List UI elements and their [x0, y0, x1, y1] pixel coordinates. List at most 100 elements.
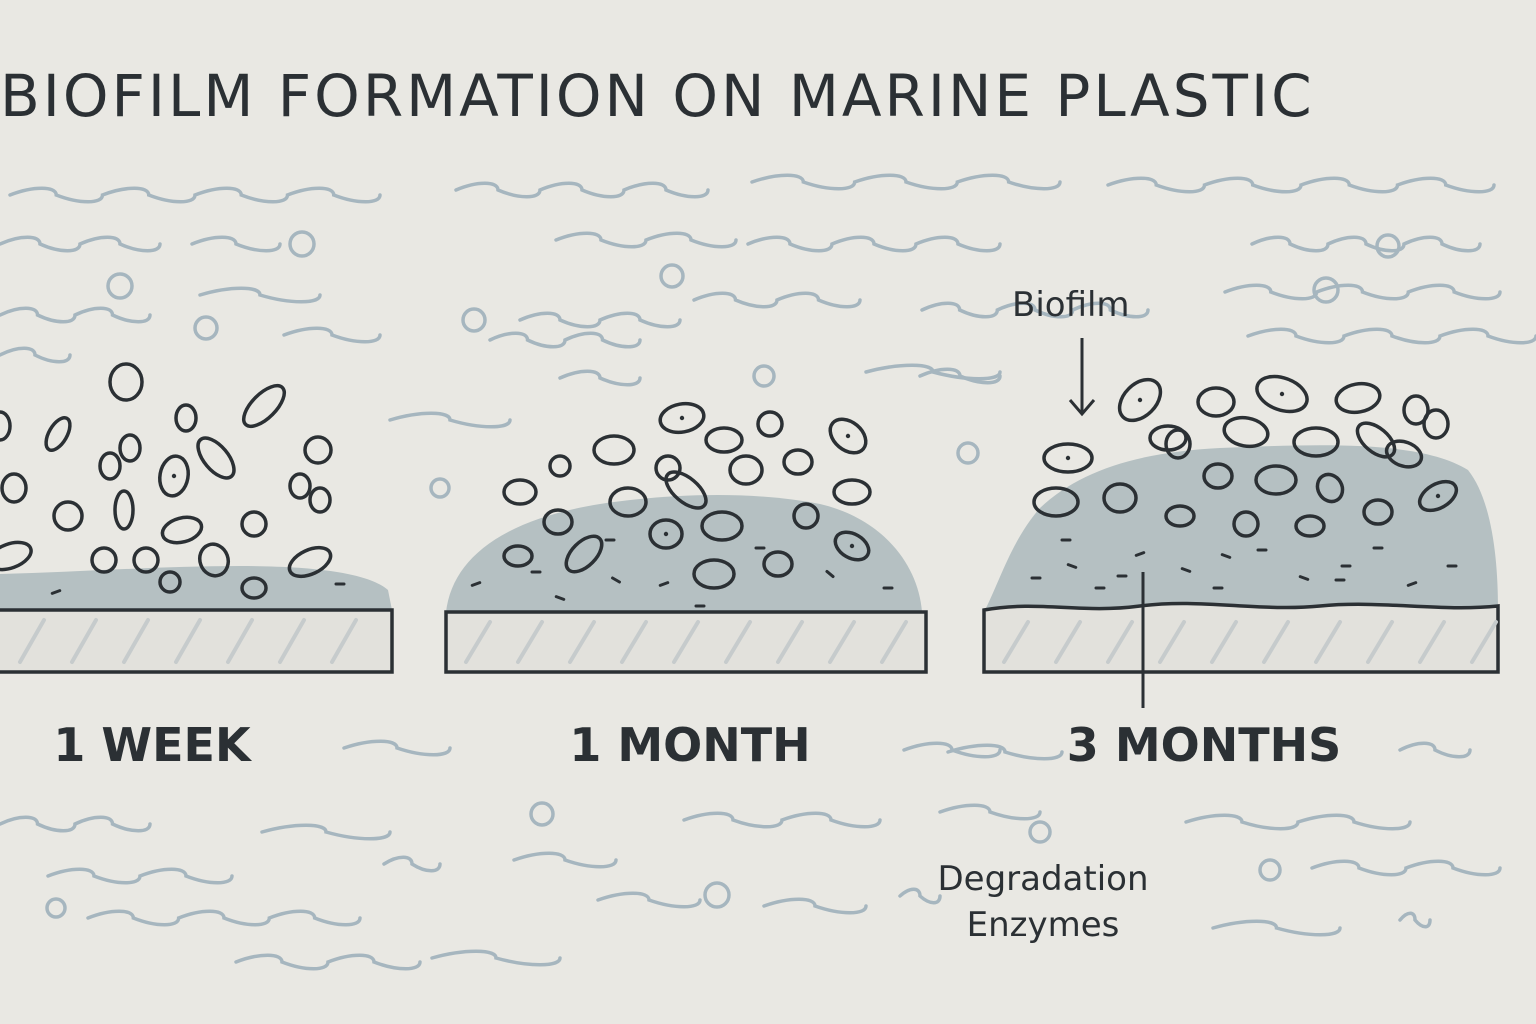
- microbe-cell: [704, 426, 744, 454]
- extracellular-matrix: [554, 595, 566, 601]
- microbe-cell: [240, 510, 268, 538]
- microbe-cell: [608, 486, 648, 518]
- plastic-piece-1-week: [0, 608, 394, 674]
- microbe-cell: [1196, 386, 1236, 418]
- degradation-label-line2: Enzymes: [966, 905, 1120, 945]
- microbe-nucleus: [849, 543, 855, 549]
- hatch-mark: [1106, 620, 1134, 664]
- hatch-mark: [1262, 620, 1290, 664]
- plastic-hatching: [18, 618, 358, 664]
- hatch-mark: [672, 620, 700, 664]
- microbe-cell: [1222, 415, 1270, 449]
- microbe-cell: [303, 435, 333, 465]
- water-wave: [554, 231, 738, 249]
- bubble: [429, 477, 451, 499]
- microbe-cell: [158, 570, 182, 594]
- plastic-piece-3-months: [982, 601, 1500, 674]
- water-wave: [1184, 813, 1412, 831]
- microbe-cell: [90, 546, 118, 574]
- stage-label-3-months: 3 MONTHS: [1066, 718, 1342, 772]
- microbe-cell: [756, 410, 784, 438]
- microbe-cell: [1417, 479, 1459, 513]
- extracellular-matrix: [50, 589, 62, 595]
- bubble: [193, 315, 219, 341]
- stage-3-months: [982, 374, 1500, 708]
- extracellular-matrix: [1406, 581, 1418, 587]
- water-wave: [1310, 859, 1502, 877]
- hatch-mark: [122, 618, 150, 664]
- extracellular-matrix: [470, 581, 482, 587]
- microbe-cell: [0, 472, 28, 504]
- microbe-cell: [664, 470, 708, 510]
- stage-1-month: [444, 401, 928, 674]
- hatch-mark: [1314, 620, 1342, 664]
- microbe-cell: [1315, 472, 1345, 504]
- microbe-cell: [833, 530, 871, 562]
- microbe-cell: [0, 410, 12, 442]
- hatch-mark: [828, 620, 856, 664]
- microbe-cell: [108, 362, 144, 402]
- water-wave: [692, 291, 862, 309]
- microbe-cell: [196, 436, 236, 480]
- water-wave: [1250, 235, 1482, 253]
- microbes-3-months: [1030, 374, 1459, 590]
- hatch-mark: [1158, 620, 1186, 664]
- water-wave: [1398, 741, 1472, 759]
- hatch-mark: [174, 618, 202, 664]
- water-background: [0, 173, 1536, 971]
- microbe-cell: [692, 558, 736, 590]
- biofilm-layer-3-months: [986, 445, 1498, 608]
- biofilm-annotation: Biofilm: [1012, 285, 1130, 325]
- microbe-cell: [44, 416, 72, 452]
- hatch-mark: [1054, 620, 1082, 664]
- water-wave: [596, 891, 702, 909]
- stage-label-1-week: 1 WEEK: [53, 718, 251, 772]
- hatch-mark: [70, 618, 98, 664]
- microbes-1-week: [0, 362, 346, 600]
- water-wave: [1223, 283, 1502, 301]
- extracellular-matrix: [1298, 575, 1310, 581]
- microbe-cell: [1384, 439, 1424, 469]
- microbe-cell: [288, 472, 312, 500]
- microbe-nucleus: [663, 531, 669, 537]
- hatch-mark: [880, 620, 908, 664]
- hatch-mark: [1210, 620, 1238, 664]
- hatch-mark: [1418, 620, 1446, 664]
- microbe-cell: [502, 544, 534, 568]
- water-wave: [0, 306, 152, 324]
- water-wave: [750, 173, 1062, 191]
- hatch-mark: [516, 620, 544, 664]
- microbe-nucleus: [1435, 493, 1441, 499]
- water-wave: [382, 855, 442, 873]
- hatch-mark: [1366, 620, 1394, 664]
- microbe-cell: [832, 478, 872, 506]
- microbe-cell: [548, 454, 572, 478]
- microbe-cell: [52, 500, 84, 532]
- microbe-nucleus: [1279, 391, 1285, 397]
- water-wave: [938, 803, 1042, 821]
- water-wave: [8, 186, 382, 204]
- water-wave: [0, 235, 162, 253]
- bubble: [1028, 820, 1052, 844]
- water-wave: [234, 953, 422, 971]
- microbe-nucleus: [845, 433, 851, 439]
- water-wave: [190, 235, 282, 253]
- microbe-cell: [654, 454, 682, 482]
- microbe-cell: [158, 454, 190, 498]
- water-wave: [762, 897, 868, 915]
- stage-label-1-month: 1 MONTH: [569, 718, 811, 772]
- microbe-cell: [113, 489, 135, 531]
- microbe-cell: [160, 515, 204, 545]
- plastic-hatching: [464, 620, 908, 664]
- water-wave: [342, 739, 452, 757]
- hatch-mark: [330, 618, 358, 664]
- microbes-1-month: [470, 401, 894, 608]
- microbe-cell: [198, 542, 230, 578]
- water-wave: [86, 909, 362, 927]
- water-wave: [946, 743, 1064, 761]
- biofilm-layer-1-week: [0, 566, 392, 610]
- microbe-cell: [287, 545, 333, 579]
- microbe-cell: [1355, 421, 1397, 459]
- stage-1-week: [0, 362, 394, 674]
